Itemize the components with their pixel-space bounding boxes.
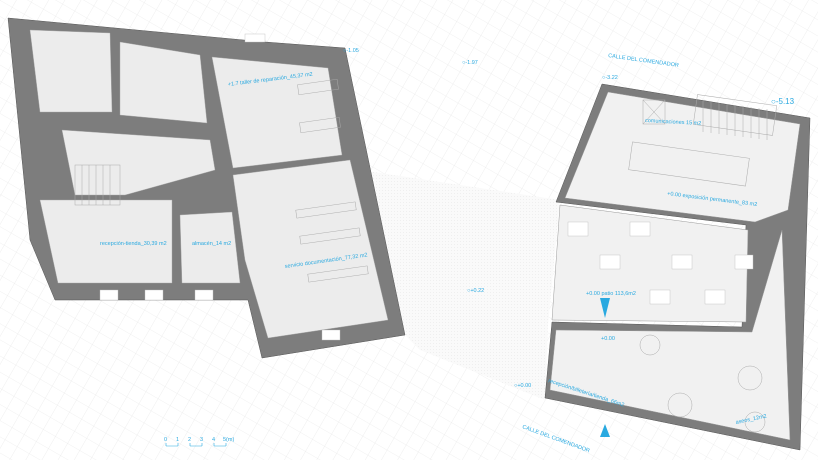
level-marker: ○+0.00 [514, 383, 531, 389]
room-reception [39, 199, 173, 284]
window [194, 289, 214, 301]
level-marker: ○+0.22 [467, 288, 484, 294]
stair-icon [74, 164, 121, 206]
level-marker: +0.00 [601, 336, 615, 342]
scale-tick: 5(m) [223, 437, 234, 443]
patio-planters [567, 221, 754, 305]
left-building [7, 17, 406, 359]
room-label-patio: +0.00 patio 113,6m2 [586, 291, 636, 297]
level-marker: ○-1.97 [462, 60, 478, 66]
scale-bar: 0 1 2 3 4 5(m) [164, 437, 234, 447]
room-label-reception: recepción-tienda_30,39 m2 [100, 241, 167, 247]
room-label-communications: comunicaciones 15 m2 [645, 118, 702, 127]
scale-tick: 1 [176, 437, 179, 443]
window [144, 289, 164, 301]
scale-tick: 3 [200, 437, 203, 443]
room-storage [179, 211, 241, 284]
scale-tick: 4 [212, 437, 215, 443]
level-marker: ○-5.13 [771, 97, 795, 106]
room-nw [29, 29, 113, 113]
level-marker: ○-3.22 [602, 75, 618, 81]
room-documentation [232, 159, 389, 339]
stair-icon [693, 94, 777, 140]
room-ticketing [549, 229, 791, 441]
room-workshop [211, 56, 343, 169]
elevator-icon [642, 99, 666, 125]
entrance-arrow-icon [600, 424, 610, 437]
tables-icon [295, 78, 369, 283]
entrance-arrow-icon [600, 298, 610, 318]
room-n [119, 41, 208, 124]
level-marker: ○-1.05 [343, 48, 359, 54]
right-building [544, 83, 811, 451]
round-tables-icon [639, 334, 766, 433]
room-label-storage: almacén_14 m2 [192, 241, 231, 247]
window [99, 289, 119, 301]
scale-tick: 2 [188, 437, 191, 443]
patio-area [551, 204, 749, 323]
plaza-area [360, 170, 560, 400]
window [244, 33, 266, 43]
window [321, 329, 341, 341]
room-exhibition [564, 91, 801, 223]
room-stair-hall [61, 129, 216, 196]
scale-tick: 0 [164, 437, 167, 443]
exhibit-table [628, 141, 750, 187]
